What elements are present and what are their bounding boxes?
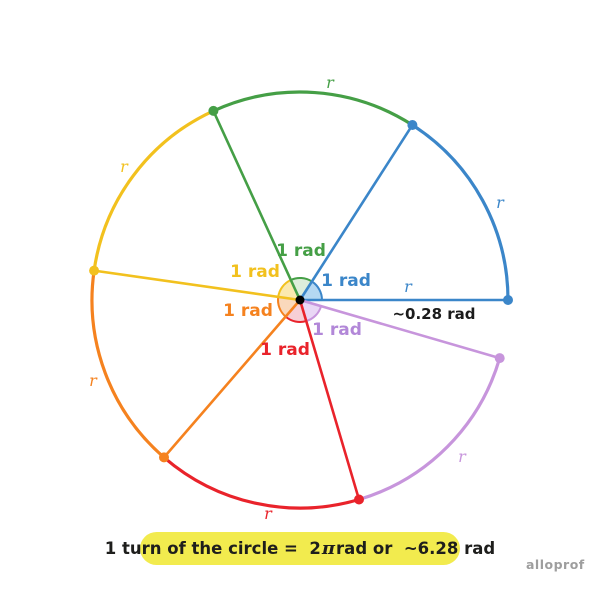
caption-pi-symbol: π [321, 538, 336, 559]
label-r-purple-arc: r [458, 447, 467, 466]
radius-line-purple-6rad [298, 298, 502, 360]
arc-yellow [92, 109, 215, 273]
radius-line-yellow-3rad [92, 269, 302, 302]
r-labels: r r r r r r r [89, 73, 505, 523]
label-r-blue-arc: r [496, 193, 505, 212]
arc-blue [410, 123, 510, 302]
dot-blue-0rad [503, 295, 513, 305]
dot-red-5rad [354, 494, 364, 505]
watermark-alloprof: alloprof [526, 557, 585, 572]
unit-arcs [90, 90, 510, 510]
radius-lines [92, 109, 510, 501]
radius-line-orange-4rad [162, 298, 302, 459]
arc-purple [357, 356, 502, 502]
label-r-red-arc: r [264, 504, 273, 523]
dot-yellow-3rad [89, 265, 100, 276]
arc-orange [90, 269, 166, 459]
label-1rad-orange: 1 rad [223, 301, 273, 321]
mini-sector-yellow [278, 280, 300, 300]
radius-line-green-2rad [212, 109, 302, 302]
caption-text-part2: rad or ~6.28 rad [336, 539, 496, 558]
label-1rad-blue: 1 rad [321, 271, 371, 291]
label-1rad-purple: 1 rad [312, 320, 362, 340]
mini-sector-green [290, 277, 312, 300]
dot-purple-6rad [494, 353, 505, 364]
center-dot [295, 295, 305, 305]
mini-sector-orange [277, 296, 300, 317]
label-1rad-red: 1 rad [260, 340, 310, 360]
radius-line-red-5rad [298, 298, 361, 501]
label-r-green-arc: r [326, 73, 335, 92]
endpoint-dots [89, 105, 513, 505]
dot-green-2rad [208, 105, 219, 116]
label-1rad-yellow: 1 rad [230, 262, 280, 282]
label-r-blue-radius: r [404, 277, 413, 296]
caption-text-part1: 1 turn of the circle = 2 [104, 539, 321, 558]
label-1rad-green: 1 rad [276, 241, 326, 261]
label-r-orange-arc: r [89, 371, 98, 390]
dot-blue-1rad [407, 120, 418, 130]
dot-orange-4rad [159, 452, 169, 463]
arc-green [211, 90, 414, 127]
radius-line-blue-1rad [298, 123, 414, 302]
arc-red [162, 455, 361, 510]
label-remainder-028rad: ~0.28 rad [392, 305, 475, 323]
label-r-yellow-arc: r [120, 157, 129, 176]
one-rad-labels: 1 rad 1 rad 1 rad 1 rad 1 rad 1 rad [223, 241, 371, 360]
